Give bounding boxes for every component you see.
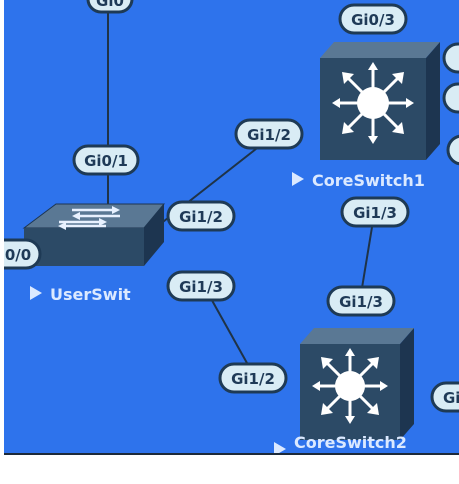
svg-text:Gi1/2: Gi1/2 [247, 126, 291, 144]
interface-label-coreswitch2-gi1-2: Gi1/2 [218, 362, 288, 394]
svg-text:Gi0/3: Gi0/3 [351, 11, 395, 29]
topology-diagram: Gi0 Gi0/1 0/0 Gi1/2 Gi1/3 Gi0/3 [4, 0, 459, 453]
topology-canvas[interactable]: Gi0 Gi0/1 0/0 Gi1/2 Gi1/3 Gi0/3 [4, 0, 459, 453]
multilayer-switch-icon[interactable] [300, 328, 414, 440]
svg-text:0/0: 0/0 [5, 246, 31, 264]
svg-text:Gi1/3: Gi1/3 [353, 204, 397, 222]
svg-text:Gi1/3: Gi1/3 [339, 293, 383, 311]
node-caption-coreswitch1[interactable]: CoreSwitch1 [292, 171, 425, 190]
interface-label-coreswitch1-gi1-2: Gi1/2 [234, 118, 304, 150]
svg-text:Gi0/1: Gi0/1 [84, 152, 128, 170]
link-userswitch-to-coreswitch2[interactable] [208, 294, 253, 373]
interface-label-coreswitch1-right-3 [446, 134, 459, 166]
interface-label-coreswitch2-right: Gi [430, 381, 459, 413]
svg-text:Gi1/2: Gi1/2 [231, 370, 275, 388]
svg-text:CoreSwitch1: CoreSwitch1 [312, 171, 425, 190]
interface-label-top: Gi0 [86, 0, 134, 14]
node-caption-userswitch[interactable]: UserSwit [30, 285, 131, 304]
interface-label-userswitch-left: 0/0 [4, 238, 42, 270]
svg-text:Gi0: Gi0 [96, 0, 124, 10]
interface-label-coreswitch1-gi1-3: Gi1/3 [340, 196, 410, 228]
svg-text:UserSwit: UserSwit [50, 285, 131, 304]
svg-text:CoreSwitch2: CoreSwitch2 [294, 433, 407, 452]
interface-label-coreswitch1-right-1 [442, 42, 459, 74]
canvas-bottom-border [4, 453, 459, 455]
svg-text:Gi1/2: Gi1/2 [179, 208, 223, 226]
svg-text:Gi1/3: Gi1/3 [179, 278, 223, 296]
interface-label-userswitch-gi1-2: Gi1/2 [166, 200, 236, 232]
interface-label-userswitch-gi0-1: Gi0/1 [72, 144, 140, 176]
interface-label-coreswitch2-gi1-3: Gi1/3 [326, 285, 396, 317]
play-arrow-icon [274, 442, 286, 453]
interface-label-userswitch-gi1-3: Gi1/3 [166, 270, 236, 302]
play-arrow-icon [292, 172, 304, 186]
play-arrow-icon [30, 286, 42, 300]
l2-switch-icon[interactable] [22, 203, 166, 266]
node-caption-coreswitch2[interactable]: CoreSwitch2 [274, 433, 407, 453]
svg-text:Gi: Gi [443, 389, 459, 407]
multilayer-switch-icon[interactable] [320, 42, 440, 160]
interface-label-coreswitch1-gi0-3: Gi0/3 [338, 3, 408, 35]
interface-label-coreswitch1-right-2 [442, 82, 459, 114]
